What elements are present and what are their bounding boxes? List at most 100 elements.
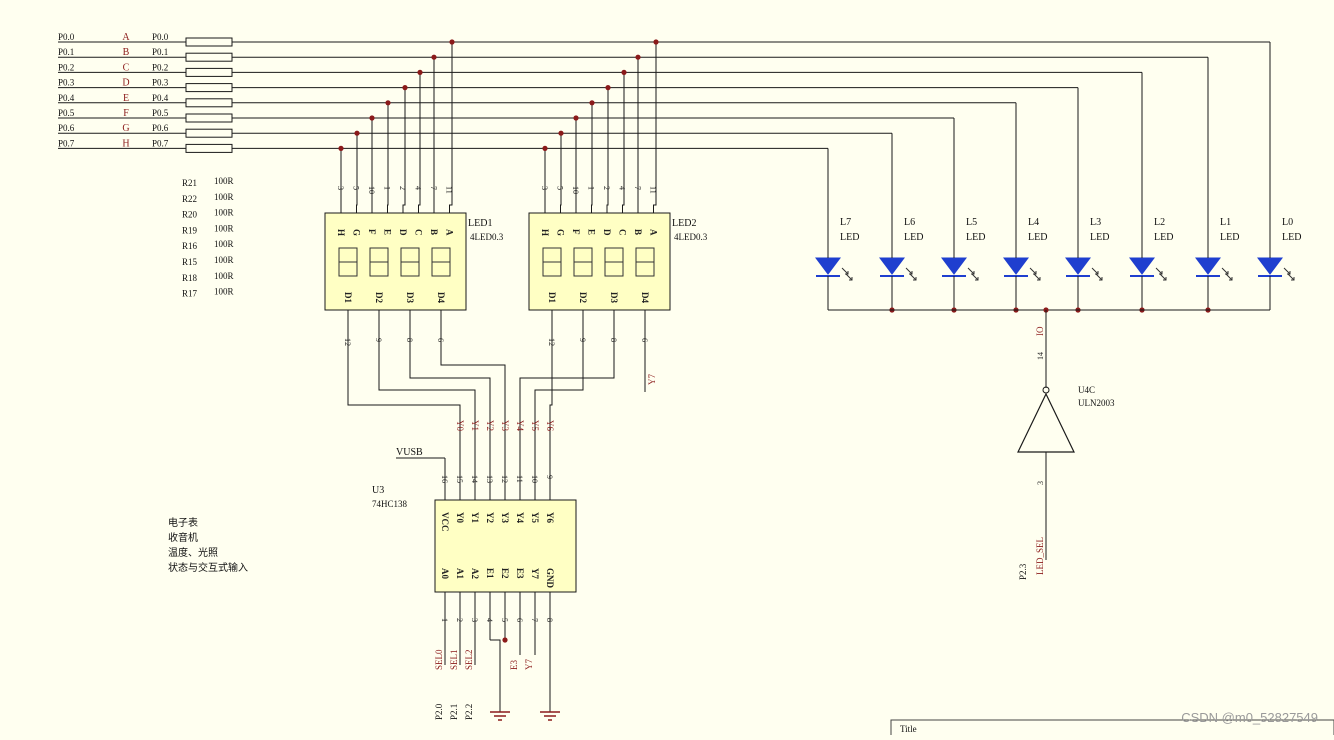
display-seg-label: C [414,229,424,236]
display-seg-label: A [445,229,455,236]
display-seg-wire [606,200,609,213]
display-seg-label: B [429,229,439,235]
title-block-label: Title [900,724,917,734]
decoder-bottom-label: A1 [455,568,465,579]
bus-port-label: P0.6 [58,123,75,133]
led-ref: L3 [1090,217,1101,228]
led-type: LED [1282,232,1301,243]
led-emission-icon [1283,267,1295,281]
display-part: 4LED0.3 [470,232,504,242]
display-pin-number: 2 [398,186,407,190]
resistor-value: 100R [214,271,234,281]
bus-net-label: P0.0 [152,32,169,42]
junction-dot [417,69,423,75]
led-ref: L6 [904,217,915,228]
junction-dot [605,85,611,91]
led-ref: L0 [1282,217,1293,228]
resistor-ref: R22 [182,194,197,204]
display-digit-label: D3 [609,292,619,303]
display-digit-label: D1 [343,292,353,303]
led-emission-icon [1029,267,1041,281]
resistor-value: 100R [214,287,234,297]
display-digit-label: D3 [405,292,415,303]
decoder-top-pin: 11 [515,475,524,483]
led-type: LED [1220,232,1239,243]
bus-port-label: P0.0 [58,32,75,42]
junction-dot [653,39,659,45]
resistor-ref: R16 [182,241,198,251]
decoder-top-pin: 15 [455,475,464,483]
bus-port-label: P0.7 [58,138,75,148]
junction-dot [635,54,641,60]
decoder-top-pin: 16 [440,475,449,483]
led-diode-icon [941,257,967,275]
driver-ref: U4C [1078,385,1095,395]
display-pin-number: 1 [383,186,392,190]
display-seg-wire [653,200,657,213]
resistor-ref: R20 [182,210,198,220]
note-text: 收音机 [168,531,198,544]
display-seg-label: G [352,229,362,236]
display-extra-net: Y7 [647,374,657,385]
junction-dot [369,115,375,121]
led-emission-icon [1221,267,1233,281]
bus-net-label: P0.7 [152,138,169,148]
digit-route [378,350,476,500]
display-pin-number: 7 [633,186,642,190]
decoder-net-label: Y0 [455,420,465,431]
display-seg-label: A [649,229,659,236]
bus-port-label: P0.3 [58,78,75,88]
display-seg-label: H [336,229,346,236]
led-ref: L4 [1028,217,1039,228]
segment-letter: D [122,78,129,89]
note-text: 状态与交互式输入 [168,561,248,574]
display-pin-number: 1 [587,186,596,190]
note-text: 温度、光照 [168,546,218,559]
decoder-top-label: Y3 [500,512,510,523]
led-type: LED [1090,232,1109,243]
display-ref: LED1 [468,218,492,229]
resistor-ref: R19 [182,225,198,235]
decoder-net-label: Y2 [485,420,495,431]
led-diode-icon [1195,257,1221,275]
led-ref: L5 [966,217,977,228]
display-seg-wire [402,200,406,213]
resistor-ref: R17 [182,289,198,299]
display-pin-number: 10 [571,186,580,194]
bus-port-label: P0.1 [58,47,74,57]
decoder-top-pin: 14 [470,475,479,483]
sel-net-label: SEL0 [434,649,444,670]
resistor-ref: R21 [182,178,197,188]
sel-port-label: P2.2 [464,704,474,720]
display-part: 4LED0.3 [674,232,708,242]
resistor-ref: R18 [182,273,198,283]
bus-connector [185,67,233,77]
junction-dot [354,130,360,136]
decoder-bottom-label: Y7 [530,568,540,579]
decoder-top-pin: 10 [530,475,539,483]
display-digit-label: D2 [374,292,384,303]
led-type: LED [1154,232,1173,243]
display-pin-number: 5 [352,186,361,190]
decoder-top-label: Y4 [515,512,525,523]
led-emission-icon [905,267,917,281]
display-seg-label: C [618,229,628,236]
decoder-bottom-label: E3 [515,568,525,579]
decoder-net-label: Y6 [545,420,555,431]
display-pin-number: 11 [445,186,454,194]
resistor-value: 100R [214,192,234,202]
decoder-bottom-label: A0 [440,568,450,579]
segment-letter: C [123,62,130,73]
segment-letter: A [122,32,130,43]
led-diode-icon [815,257,841,275]
decoder-part: 74HC138 [372,499,408,509]
led-type: LED [966,232,985,243]
segment-letter: G [122,123,129,134]
display-seg-label: E [587,229,597,235]
decoder-net-label: Y5 [530,420,540,431]
digit-route [534,350,584,500]
decoder-bottom-label: A2 [470,568,480,579]
e3-net-label: E3 [509,660,519,670]
display-seg-label: E [383,229,393,235]
note-text: 电子表 [168,516,198,529]
